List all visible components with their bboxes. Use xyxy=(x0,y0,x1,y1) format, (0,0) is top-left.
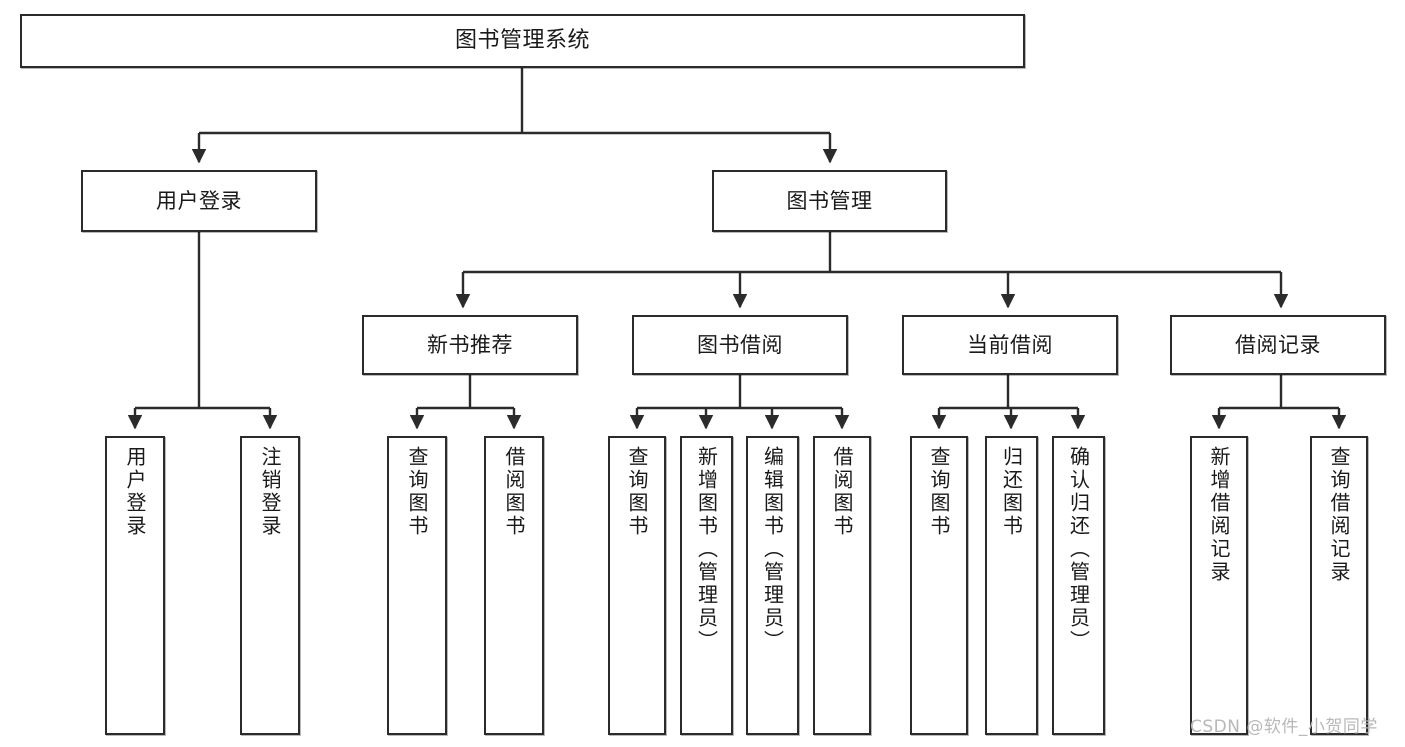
leaf-edit-book-admin-label: 编辑图书（管理员） xyxy=(760,446,785,653)
leaf-query-book-current-label: 查询图书 xyxy=(927,446,951,538)
leaf-query-book-current[interactable]: 查询图书 xyxy=(910,436,968,735)
leaf-edit-book-admin[interactable]: 编辑图书（管理员） xyxy=(746,436,799,735)
node-user-login-label: 用户登录 xyxy=(156,188,242,213)
node-book-borrow[interactable]: 图书借阅 xyxy=(632,315,848,375)
leaf-borrow-book[interactable]: 借阅图书 xyxy=(813,436,871,735)
node-book-management[interactable]: 图书管理 xyxy=(712,170,947,232)
node-root-label: 图书管理系统 xyxy=(454,28,590,54)
leaf-return-book-label: 归还图书 xyxy=(999,446,1024,538)
leaf-query-book-borrow-label: 查询图书 xyxy=(625,446,649,538)
leaf-borrow-book-recommend[interactable]: 借阅图书 xyxy=(484,436,544,735)
node-root[interactable]: 图书管理系统 xyxy=(20,14,1025,68)
node-current-borrow[interactable]: 当前借阅 xyxy=(902,315,1118,375)
leaf-borrow-book-label: 借阅图书 xyxy=(830,446,854,538)
node-new-book-recommend[interactable]: 新书推荐 xyxy=(362,315,578,375)
leaf-query-book-borrow[interactable]: 查询图书 xyxy=(608,436,666,735)
leaf-logout-label: 注销登录 xyxy=(258,446,282,538)
leaf-add-borrow-record[interactable]: 新增借阅记录 xyxy=(1190,436,1248,735)
leaf-confirm-return-admin-label: 确认归还（管理员） xyxy=(1066,446,1091,653)
leaf-user-login[interactable]: 用户登录 xyxy=(105,436,165,735)
leaf-query-borrow-record-label: 查询借阅记录 xyxy=(1327,446,1351,584)
node-new-book-recommend-label: 新书推荐 xyxy=(427,332,513,357)
leaf-add-borrow-record-label: 新增借阅记录 xyxy=(1207,446,1231,584)
node-book-borrow-label: 图书借阅 xyxy=(697,332,783,357)
leaf-query-book-recommend-label: 查询图书 xyxy=(405,446,429,538)
leaf-add-book-admin[interactable]: 新增图书（管理员） xyxy=(680,436,733,735)
node-borrow-record-label: 借阅记录 xyxy=(1235,332,1321,357)
leaf-borrow-book-recommend-label: 借阅图书 xyxy=(502,446,526,538)
node-book-management-label: 图书管理 xyxy=(786,188,873,213)
node-borrow-record[interactable]: 借阅记录 xyxy=(1170,315,1386,375)
node-current-borrow-label: 当前借阅 xyxy=(967,332,1053,357)
leaf-query-book-recommend[interactable]: 查询图书 xyxy=(387,436,447,735)
node-user-login[interactable]: 用户登录 xyxy=(81,170,317,232)
leaf-logout[interactable]: 注销登录 xyxy=(240,436,300,735)
leaf-return-book[interactable]: 归还图书 xyxy=(985,436,1038,735)
leaf-confirm-return-admin[interactable]: 确认归还（管理员） xyxy=(1052,436,1105,735)
leaf-user-login-label: 用户登录 xyxy=(123,446,147,538)
leaf-add-book-admin-label: 新增图书（管理员） xyxy=(694,446,719,653)
leaf-query-borrow-record[interactable]: 查询借阅记录 xyxy=(1310,436,1368,735)
